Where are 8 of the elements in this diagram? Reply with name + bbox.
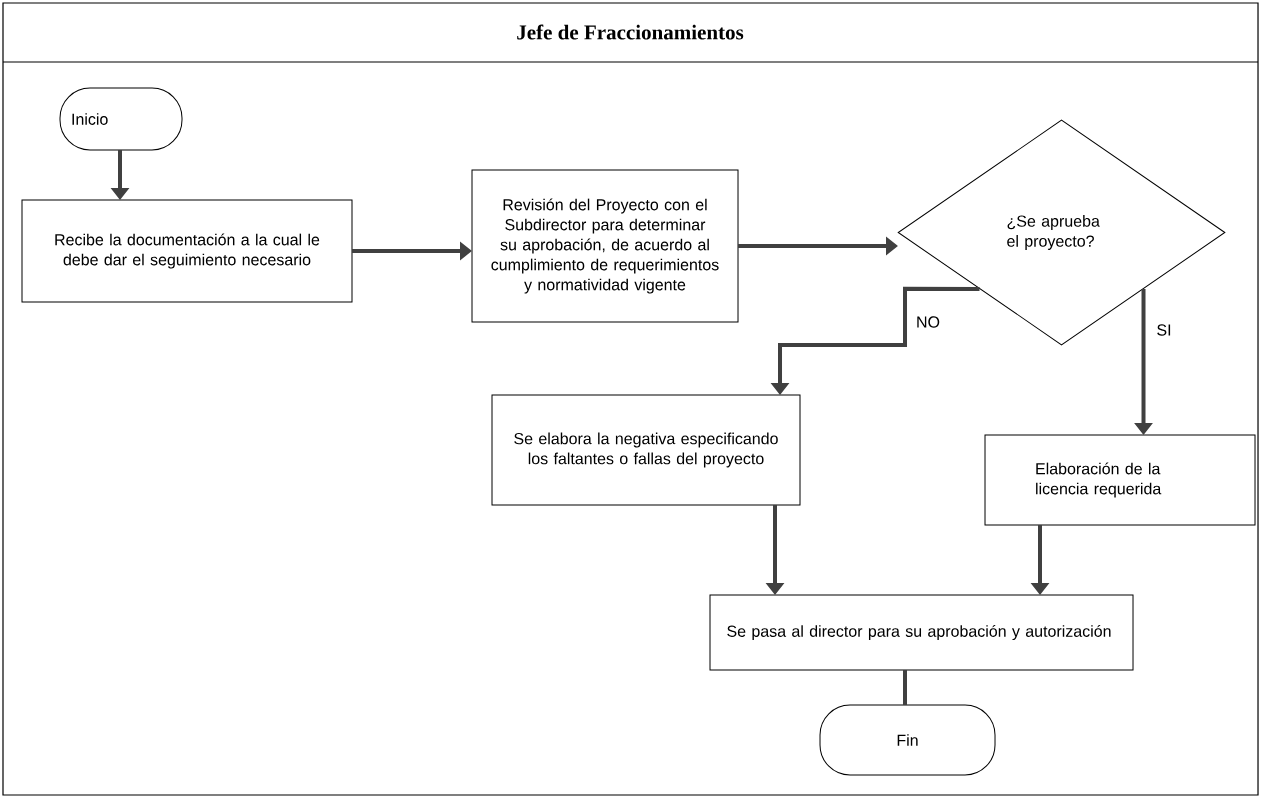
process-box: Se pasa al director para su aprobación y autorización (709, 594, 1134, 671)
process-box: Elaboración de la licencia requerida (984, 434, 1256, 526)
process-box: Recibe la documentación a la cual le debe dar el seguimiento necesario (21, 199, 353, 303)
title: Jefe de Fraccionamientos (517, 24, 744, 40)
process-box: Revisión del Proyecto con el Subdirector para determinar su aprobación, de acuerdo al cumplimiento de requerimientos y normatividad vigente (471, 169, 739, 323)
edge-label: NO (914, 314, 942, 330)
edge-label: SI (1154, 322, 1174, 338)
process-box: Se elabora la negativa especificando los faltantes o fallas del proyecto (491, 394, 801, 506)
